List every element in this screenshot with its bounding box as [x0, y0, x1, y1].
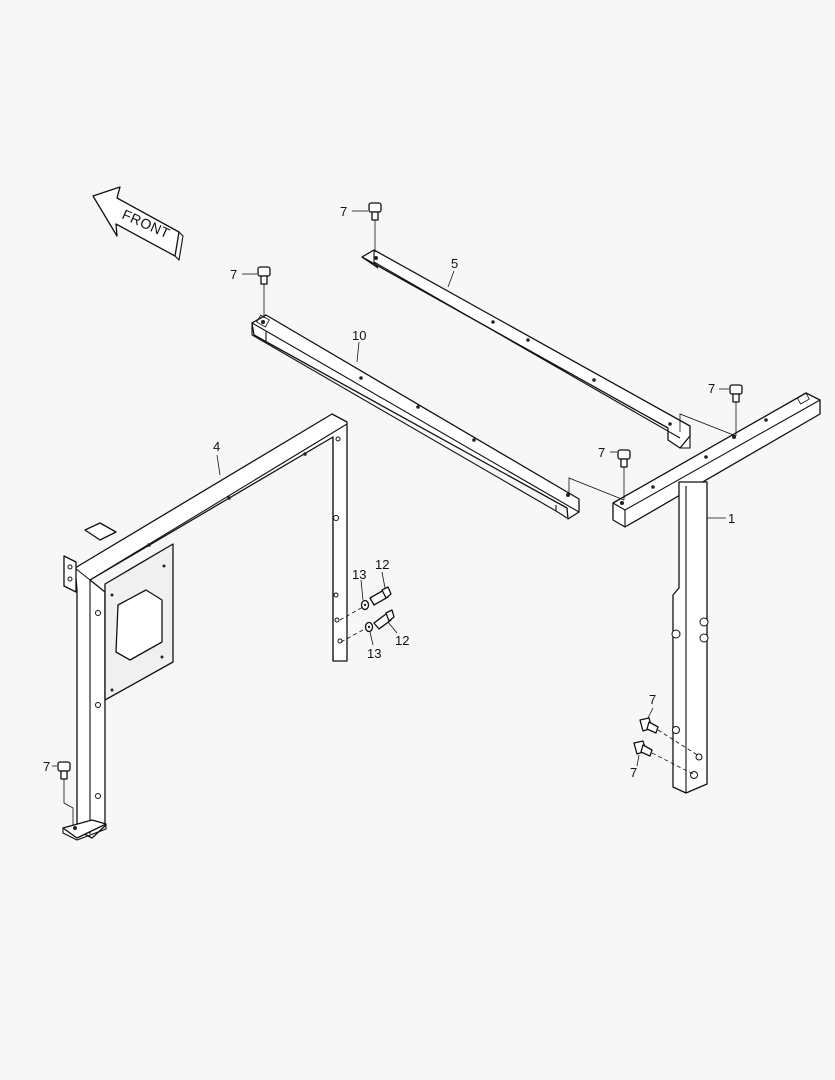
bolt-7-b — [242, 266, 271, 318]
callout-10: 10 — [352, 328, 366, 343]
callout-7-c: 7 — [708, 381, 715, 396]
callout-7-f: 7 — [649, 692, 656, 707]
leader-5 — [447, 270, 455, 288]
callout-1: 1 — [728, 511, 735, 526]
washer-13-lower — [364, 621, 374, 646]
callout-12-upper: 12 — [375, 557, 389, 572]
left-frame-part-4 — [62, 413, 348, 841]
callout-7-b: 7 — [230, 267, 237, 282]
callout-13-upper: 13 — [352, 567, 366, 582]
bolt-7-f — [639, 707, 700, 757]
callout-12-lower: 12 — [395, 633, 409, 648]
leader-10 — [356, 341, 360, 363]
upper-cross-member-part-5 — [361, 249, 691, 449]
callout-13-lower: 13 — [367, 646, 381, 661]
bolt-7-a — [352, 202, 382, 252]
lower-cross-member-part-10 — [251, 314, 580, 520]
bolt-7-c — [679, 384, 743, 437]
leader-4 — [216, 454, 221, 476]
callout-4: 4 — [213, 439, 220, 454]
washer-13-upper — [360, 579, 370, 611]
callout-7-e: 7 — [43, 759, 50, 774]
bolt-7-g — [633, 740, 694, 775]
callout-7-g: 7 — [630, 765, 637, 780]
callout-7-a: 7 — [340, 204, 347, 219]
bolt-7-e — [52, 761, 74, 826]
front-arrow-icon: FRONT — [92, 186, 184, 262]
bolt-7-d — [568, 449, 631, 501]
callout-5: 5 — [451, 256, 458, 271]
right-leg-part-1 — [612, 392, 821, 794]
callout-7-d: 7 — [598, 445, 605, 460]
